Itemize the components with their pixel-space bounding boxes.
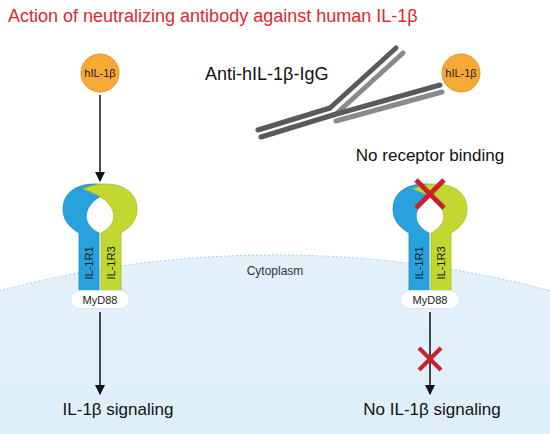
antibody-symbol bbox=[258, 48, 442, 137]
block-cross bbox=[416, 180, 444, 208]
adaptor-label: MyD88 bbox=[83, 294, 118, 306]
receptor-shape bbox=[83, 183, 137, 305]
ligand-label: hIL-1β bbox=[84, 67, 115, 79]
compartment-label: Cytoplasm bbox=[247, 264, 304, 278]
receptor-label: IL-1R3 bbox=[435, 246, 447, 279]
receptor-chain: IL-1R3 bbox=[413, 183, 467, 305]
ligand-circle: hIL-1β bbox=[80, 53, 120, 93]
antibody-label: Anti-hIL-1β-IgG bbox=[205, 64, 328, 85]
block-cross bbox=[419, 348, 441, 370]
ligand-label: hIL-1β bbox=[445, 67, 476, 79]
receptor-label: IL-1R3 bbox=[105, 246, 117, 279]
adaptor-pill: MyD88 bbox=[400, 290, 460, 309]
signaling-arrow bbox=[99, 312, 101, 394]
annotation-text: No receptor binding bbox=[356, 146, 504, 166]
diagram-title: Action of neutralizing antibody against … bbox=[8, 6, 418, 27]
ligand-circle: hIL-1β bbox=[441, 53, 481, 93]
signaling-arrow bbox=[429, 312, 431, 394]
receptor-label: IL-1R1 bbox=[83, 246, 95, 279]
outcome-label: No IL-1β signaling bbox=[363, 400, 500, 420]
adaptor-pill: MyD88 bbox=[70, 290, 130, 309]
adaptor-label: MyD88 bbox=[413, 294, 448, 306]
receptor-shape bbox=[413, 183, 467, 305]
outcome-label: IL-1β signaling bbox=[63, 400, 174, 420]
receptor-chain: IL-1R3 bbox=[83, 183, 137, 305]
binding-arrow bbox=[99, 95, 101, 181]
receptor-label: IL-1R1 bbox=[413, 246, 425, 279]
